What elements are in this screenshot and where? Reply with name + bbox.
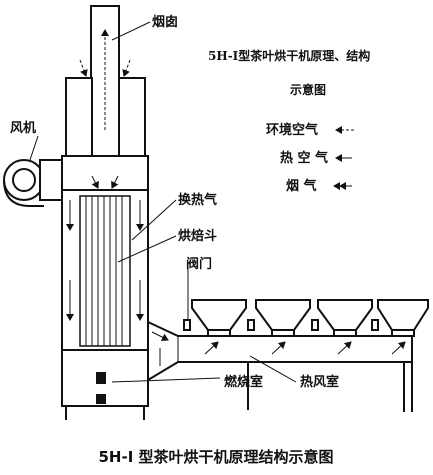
- hopper-3: [311, 299, 373, 337]
- hopper-1: [183, 299, 247, 337]
- label-hot-air-chamber: 热风室: [300, 374, 339, 390]
- legend-flue-gas: 烟 气: [286, 178, 317, 194]
- label-chimney: 烟囱: [152, 14, 178, 30]
- fan-unit: [3, 159, 63, 207]
- legend-hot-air: 热 空 气: [280, 150, 328, 166]
- chimney: [65, 5, 146, 157]
- label-combustion-chamber: 燃烧室: [224, 374, 263, 390]
- label-drying-hopper: 烘焙斗: [178, 228, 217, 244]
- legend: 环境空气 热 空 气 烟 气: [266, 122, 354, 194]
- diagram-title-line1: 5H-I型茶叶烘干机原理、结构: [208, 48, 370, 63]
- smoke-arrows: [79, 29, 131, 130]
- hopper-2: [247, 299, 311, 337]
- diagram-title-line2: 示意图: [289, 82, 326, 97]
- legend-ambient-air: 环境空气: [266, 122, 318, 138]
- chamber-arrows: [151, 331, 406, 355]
- hopper-4: [371, 299, 429, 337]
- label-fan: 风机: [10, 120, 36, 136]
- label-valve: 阀门: [186, 256, 212, 272]
- label-heat-exchanger: 换热气: [178, 192, 217, 208]
- figure-caption: 5H-I 型茶叶烘干机原理结构示意图: [98, 448, 333, 466]
- leader-lines: [29, 21, 297, 383]
- combustion-doors: [96, 372, 106, 404]
- heat-exchanger-tubes: [79, 195, 131, 347]
- air-flow-arrows: [66, 175, 144, 321]
- drying-hoppers: [183, 299, 429, 337]
